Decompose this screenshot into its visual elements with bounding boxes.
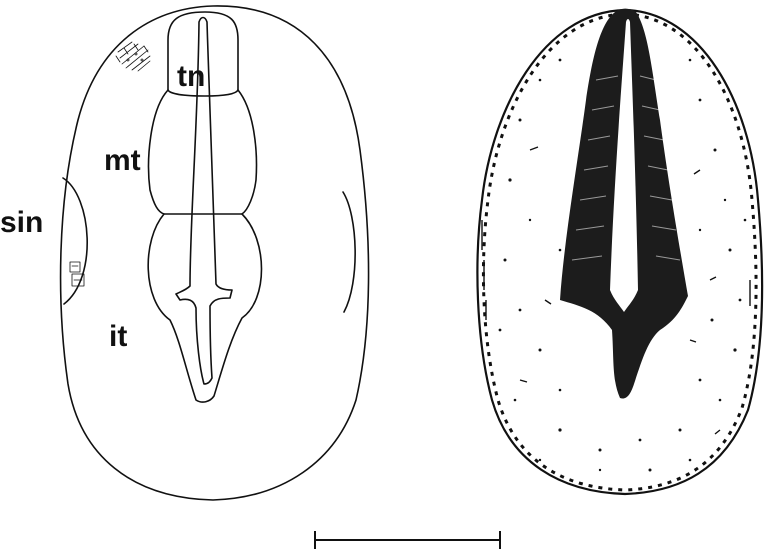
stippled-section-panel	[477, 9, 762, 494]
scale-bar	[315, 531, 500, 549]
line-drawing-panel	[61, 6, 369, 500]
stipple-upper-left	[116, 42, 150, 71]
segment-it	[148, 214, 261, 402]
segment-mt	[149, 90, 257, 214]
stipple-left-small	[70, 262, 84, 286]
label-mt: mt	[104, 144, 141, 177]
sinus-left	[63, 178, 87, 304]
label-it: it	[109, 320, 127, 353]
label-tn: tn	[177, 60, 205, 93]
label-sin: sin	[0, 206, 43, 239]
sinus-right	[343, 192, 355, 312]
